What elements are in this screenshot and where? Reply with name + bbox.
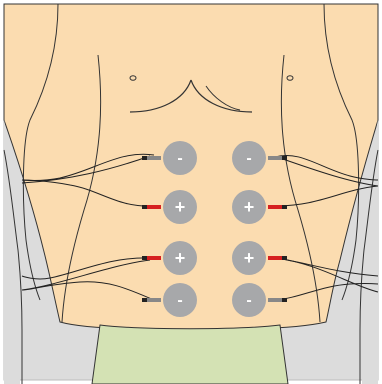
electrode-symbol-lower-left: - bbox=[177, 292, 182, 309]
connector-mid-upper-left bbox=[147, 205, 161, 209]
plug-mid-upper-right bbox=[282, 205, 287, 209]
connector-mid-lower-left bbox=[147, 256, 161, 260]
electrode-symbol-mid-upper-left: + bbox=[175, 197, 186, 217]
connector-upper-left bbox=[147, 156, 161, 160]
plug-mid-upper-left bbox=[142, 205, 147, 209]
electrode-symbol-mid-upper-right: + bbox=[244, 197, 255, 217]
electrode-symbol-upper-left: - bbox=[177, 150, 182, 167]
connector-lower-left bbox=[147, 298, 161, 302]
electrode-symbol-mid-lower-right: + bbox=[244, 248, 255, 268]
plug-upper-left bbox=[142, 156, 147, 160]
connector-mid-upper-right bbox=[268, 205, 282, 209]
connector-mid-lower-right bbox=[268, 256, 282, 260]
electrode-symbol-upper-right: - bbox=[246, 150, 251, 167]
electrode-symbol-mid-lower-left: + bbox=[175, 248, 186, 268]
pants bbox=[92, 325, 288, 384]
plug-upper-right bbox=[282, 156, 287, 160]
plug-mid-lower-left bbox=[142, 256, 147, 260]
electrode-symbol-lower-right: - bbox=[246, 292, 251, 309]
plug-mid-lower-right bbox=[282, 256, 287, 260]
plug-lower-right bbox=[282, 298, 287, 302]
plug-lower-left bbox=[142, 298, 147, 302]
connector-upper-right bbox=[268, 156, 282, 160]
connector-lower-right bbox=[268, 298, 282, 302]
